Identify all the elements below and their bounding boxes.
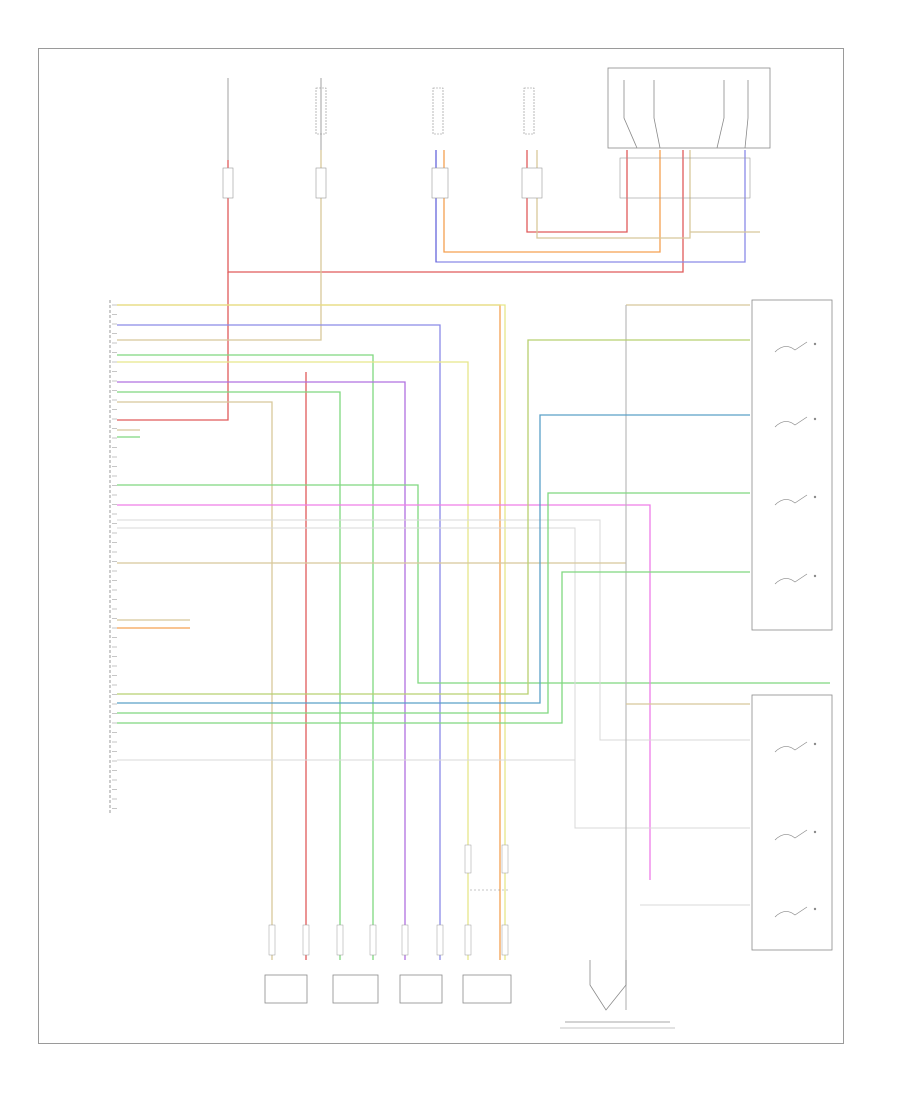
top-switch-connectors xyxy=(619,157,751,199)
bottom-connector xyxy=(501,844,509,874)
position-sensor xyxy=(589,960,627,1011)
wire-violet xyxy=(117,381,406,960)
wire-yellow-b xyxy=(117,361,469,960)
wire-pink xyxy=(117,504,651,880)
bottom-connector xyxy=(302,924,310,956)
motor-4 xyxy=(462,974,512,1004)
bottom-connector xyxy=(464,844,472,874)
switch-contact xyxy=(774,341,808,353)
relay-outline xyxy=(315,87,327,135)
switch-symbols xyxy=(774,341,817,918)
wire-grey-a xyxy=(117,519,750,741)
switch-lever xyxy=(623,80,638,149)
switch-terminal xyxy=(813,417,817,421)
module-pin-ticks xyxy=(112,304,117,809)
right-switch-panel-upper xyxy=(751,299,833,631)
top-connector xyxy=(431,167,449,199)
motor-2 xyxy=(332,974,379,1004)
bottom-connector xyxy=(268,924,276,956)
wire-blue xyxy=(117,324,441,960)
switch-contact xyxy=(774,906,808,918)
bottom-connector-stubs xyxy=(268,844,509,956)
bottom-components xyxy=(264,844,675,1029)
relay-outline xyxy=(432,87,444,135)
top-connector xyxy=(222,167,234,199)
bottom-connector xyxy=(369,924,377,956)
wire-orange-loop xyxy=(443,150,661,253)
switch-terminal xyxy=(813,830,817,834)
wire-green-e xyxy=(117,571,750,724)
switch-lever xyxy=(744,80,749,149)
top-connector xyxy=(521,167,543,199)
wire-green-a xyxy=(117,354,374,960)
bottom-connector xyxy=(501,924,509,956)
wire-orange xyxy=(117,304,501,960)
switch-terminal xyxy=(813,742,817,746)
wire-cyan xyxy=(117,414,750,704)
switch-terminal xyxy=(813,574,817,578)
wire-red-module xyxy=(117,272,229,421)
wire-green-d xyxy=(117,492,750,714)
top-switch-assembly xyxy=(607,67,771,149)
wire-red-feed xyxy=(227,150,684,273)
switch-contact xyxy=(774,416,808,428)
switch-contact xyxy=(774,494,808,506)
wire-blue-loop xyxy=(435,150,746,263)
switch-lever xyxy=(653,80,661,149)
switch-terminal xyxy=(813,907,817,911)
switch-terminal xyxy=(813,495,817,499)
switch-lever xyxy=(716,80,725,149)
right-switch-panel-lower xyxy=(751,694,833,951)
wire-yellow xyxy=(117,304,506,960)
wire-lime xyxy=(117,339,750,695)
right-switch-panels xyxy=(751,299,833,951)
bottom-connector xyxy=(464,924,472,956)
bottom-connector xyxy=(436,924,444,956)
motor-1 xyxy=(264,974,308,1004)
bottom-connector xyxy=(336,924,344,956)
diagram-frame xyxy=(38,48,844,1044)
top-harness xyxy=(117,67,771,421)
wire-green-c xyxy=(117,484,830,684)
top-connector xyxy=(315,167,327,199)
switch-contact xyxy=(774,829,808,841)
wire-grey-b xyxy=(117,527,750,829)
left-control-module xyxy=(109,300,117,815)
wire-tan-loop xyxy=(536,150,691,239)
wire-green-b xyxy=(117,391,341,960)
wire-tan-b xyxy=(117,401,273,960)
switch-terminal xyxy=(813,342,817,346)
relay-outline xyxy=(523,87,535,135)
motor-3 xyxy=(399,974,443,1004)
module-wires xyxy=(117,304,830,1010)
switch-contact xyxy=(774,573,808,585)
wire-tan-top xyxy=(117,150,322,341)
bottom-connector xyxy=(401,924,409,956)
switch-contact xyxy=(774,741,808,753)
